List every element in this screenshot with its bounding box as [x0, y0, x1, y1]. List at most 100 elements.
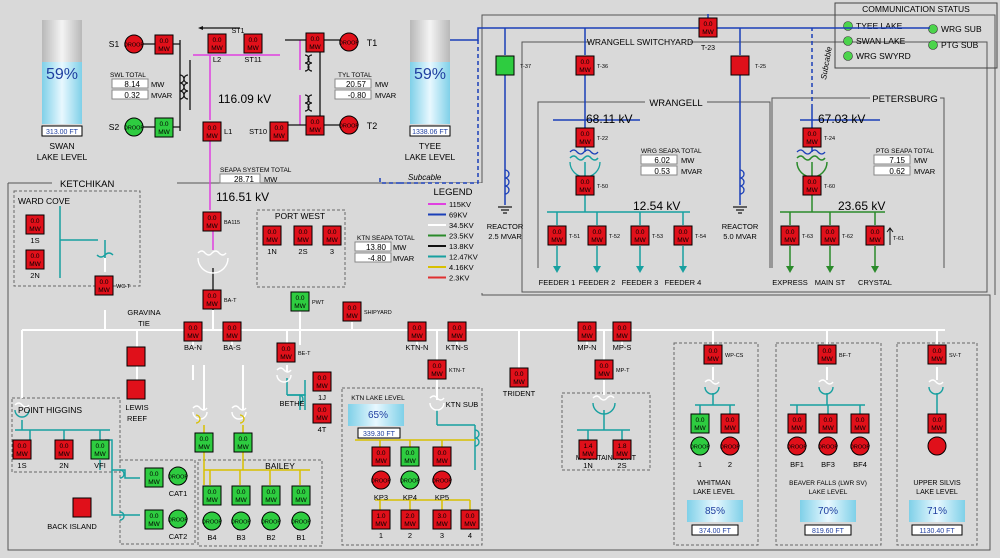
- kp4-generator[interactable]: DROOP: [400, 470, 421, 490]
- kp4-breaker[interactable]: 0.0MW: [400, 446, 420, 467]
- kp5-breaker[interactable]: 0.0MW: [432, 446, 452, 467]
- whitman-1-breaker[interactable]: 0.0MW: [690, 413, 710, 434]
- t61-breaker[interactable]: 0.0MW: [865, 225, 885, 246]
- bf3-breaker[interactable]: 0.0MW: [818, 413, 838, 434]
- swan-s2-generator[interactable]: DROOP: [124, 117, 145, 137]
- swan-s1-generator[interactable]: DROOP: [124, 34, 145, 54]
- gravina-breaker-2[interactable]: [126, 379, 146, 400]
- tyee-t2-generator[interactable]: DROOP: [339, 115, 360, 135]
- cat2-breaker[interactable]: 0.0MW: [144, 509, 164, 530]
- bailey-b4-generator[interactable]: DROOP: [202, 511, 223, 531]
- t36-breaker-value: 0.0: [580, 59, 589, 66]
- bailey-b2-generator[interactable]: DROOP: [261, 511, 282, 531]
- back-island-breaker[interactable]: [72, 497, 92, 518]
- bailey-b3-breaker[interactable]: 0.0MW: [231, 485, 251, 506]
- bf4-breaker[interactable]: 0.0MW: [850, 413, 870, 434]
- bf1-breaker[interactable]: 0.0MW: [787, 413, 807, 434]
- t25-breaker[interactable]: [730, 55, 750, 76]
- whitman-2-generator[interactable]: DROOP: [720, 436, 741, 456]
- whitman-2-breaker[interactable]: 0.0MW: [720, 413, 740, 434]
- bf4-generator[interactable]: DROOP: [850, 436, 871, 456]
- bf3-generator[interactable]: DROOP: [818, 436, 839, 456]
- silvis-generator[interactable]: [927, 436, 947, 456]
- t23-breaker[interactable]: 0.0MW: [698, 17, 718, 38]
- cat1-breaker[interactable]: 0.0MW: [144, 467, 164, 488]
- bailey-b1-breaker[interactable]: 0.0MW: [291, 485, 311, 506]
- cat2-generator[interactable]: DROOP: [168, 509, 189, 529]
- tyee-t1-generator[interactable]: DROOP: [339, 32, 360, 52]
- silvis-breaker[interactable]: 0.0MW: [927, 413, 947, 434]
- kp3-generator[interactable]: DROOP: [371, 470, 392, 490]
- kp3-breaker[interactable]: 0.0MW: [371, 446, 391, 467]
- bailey-b3-generator[interactable]: DROOP: [231, 511, 252, 531]
- tyee-t1-breaker[interactable]: 0.0MW: [305, 32, 325, 53]
- bailey-feed-2-breaker[interactable]: 0.0MW: [233, 432, 253, 453]
- bailey-b1-generator-label: DROOP: [291, 520, 312, 526]
- bailey-feed-1-breaker[interactable]: 0.0MW: [194, 432, 214, 453]
- cat1-generator[interactable]: DROOP: [168, 466, 189, 486]
- bf1-generator[interactable]: DROOP: [787, 436, 808, 456]
- kp5-generator[interactable]: DROOP: [432, 470, 453, 490]
- bailey-b4-breaker[interactable]: 0.0MW: [202, 485, 222, 506]
- whitman-1-generator[interactable]: DROOP: [690, 436, 711, 456]
- gravina-breaker-1[interactable]: [126, 346, 146, 367]
- swan-s2-breaker-a[interactable]: 0.0MW: [154, 117, 174, 138]
- bailey-b1-generator[interactable]: DROOP: [291, 511, 312, 531]
- swan-s1-breaker-a[interactable]: 0.0MW: [154, 34, 174, 55]
- t37-breaker[interactable]: [495, 55, 515, 76]
- bailey-b2-breaker[interactable]: 0.0MW: [261, 485, 281, 506]
- tyee-t2-breaker[interactable]: 0.0MW: [305, 115, 325, 136]
- wrangell-switchyard-title: WRANGELL SWITCHYARD: [587, 37, 693, 47]
